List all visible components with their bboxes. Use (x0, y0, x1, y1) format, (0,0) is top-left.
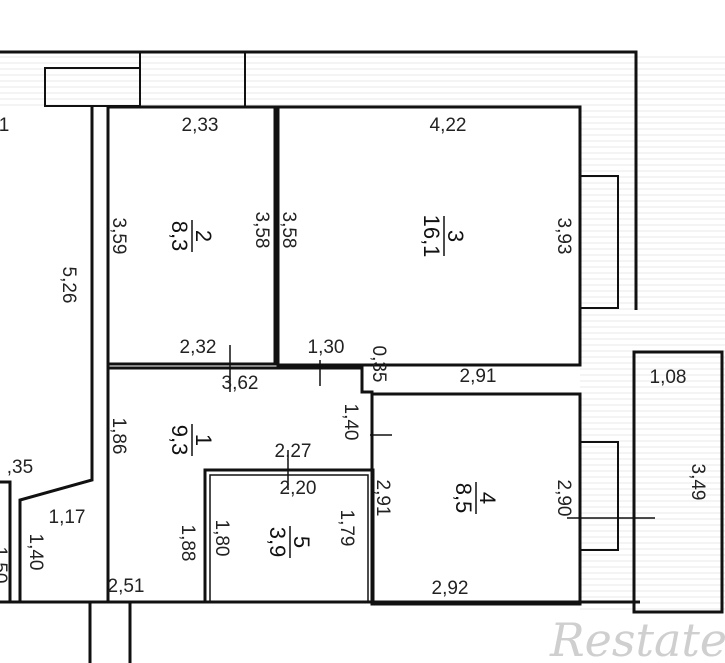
dim-balcony-top: 1,08 (650, 367, 687, 388)
dim-r2-bottom: 2,32 (180, 337, 217, 358)
window-room-3 (579, 175, 619, 309)
dim-balcony-side: 3,49 (687, 464, 708, 501)
dim-hall-a: 1,17 (49, 507, 86, 528)
horizontal-dimensions: 2,33 4,22 2,32 1,30 2,91 3,62 2,27 2,20 … (0, 115, 686, 599)
dim-r5-left: 1,80 (211, 520, 232, 557)
room-2-area: 8,3 (167, 221, 192, 252)
room-4-area: 8,5 (451, 483, 476, 514)
dim-r5-top: 2,20 (280, 478, 317, 499)
dim-r5-right: 1,79 (336, 510, 357, 547)
dim-r4-right: 2,90 (553, 480, 574, 517)
dim-partial-b: ,35 (7, 457, 33, 478)
room-1-outline (108, 366, 374, 602)
room-2-label: 2 8,3 (167, 220, 216, 252)
dim-hall-left: 5,26 (58, 267, 79, 304)
window-room-4 (579, 441, 619, 551)
room-1-area: 9,3 (167, 425, 192, 456)
dim-partial-c: 1,50 (0, 547, 10, 584)
dim-r2-right: 3,58 (251, 212, 272, 249)
outer-hatch-top (0, 52, 640, 107)
dim-r3-bottom-a: 1,30 (308, 337, 345, 358)
dim-r2-top: 2,33 (182, 115, 219, 136)
dim-r5-ext-left: 1,88 (177, 525, 198, 562)
room-1-number: 1 (191, 434, 216, 446)
dim-r2-left: 3,59 (108, 218, 129, 255)
room-3-label: 3 16,1 (419, 215, 468, 258)
dim-r1-right: 1,40 (340, 404, 361, 441)
room-1-label: 1 9,3 (167, 424, 216, 456)
hall-wall (18, 107, 94, 602)
dim-r1-top: 3,62 (222, 373, 259, 394)
room-4-number: 4 (475, 492, 500, 504)
outer-hatch-right (580, 52, 725, 612)
dim-partial-a: 1 (0, 115, 9, 136)
room-5-number: 5 (289, 536, 314, 548)
left-stub (0, 480, 12, 602)
dim-r3-bottom-b: 2,91 (460, 366, 497, 387)
walls (0, 50, 724, 663)
balcony-outline (632, 350, 724, 614)
room-5-area: 3,9 (265, 527, 290, 558)
dim-r4-bottom: 2,92 (432, 578, 469, 599)
dim-r1-inner: 2,27 (275, 441, 312, 462)
dim-hall-b: 1,40 (25, 534, 46, 571)
room-4-label: 4 8,5 (451, 482, 500, 514)
dim-r3-right: 3,93 (553, 218, 574, 255)
room-3-area: 16,1 (419, 215, 444, 258)
dim-r4-left: 2,91 (372, 480, 393, 517)
vertical-dimensions: 3,59 3,58 3,58 3,93 5,26 0,35 1,86 1,40 … (0, 212, 708, 584)
room-5-label: 5 3,9 (265, 526, 314, 558)
dim-hall-c: 2,51 (108, 576, 145, 597)
room-2-number: 2 (191, 230, 216, 242)
dim-r1-left: 1,86 (108, 418, 129, 455)
watermark: Restate (549, 613, 725, 663)
dim-r3-step: 0,35 (368, 346, 389, 383)
dimension-ticks (229, 345, 655, 519)
dim-r3-left: 3,58 (278, 212, 299, 249)
room-3-number: 3 (443, 230, 468, 242)
dim-r3-top: 4,22 (430, 115, 467, 136)
